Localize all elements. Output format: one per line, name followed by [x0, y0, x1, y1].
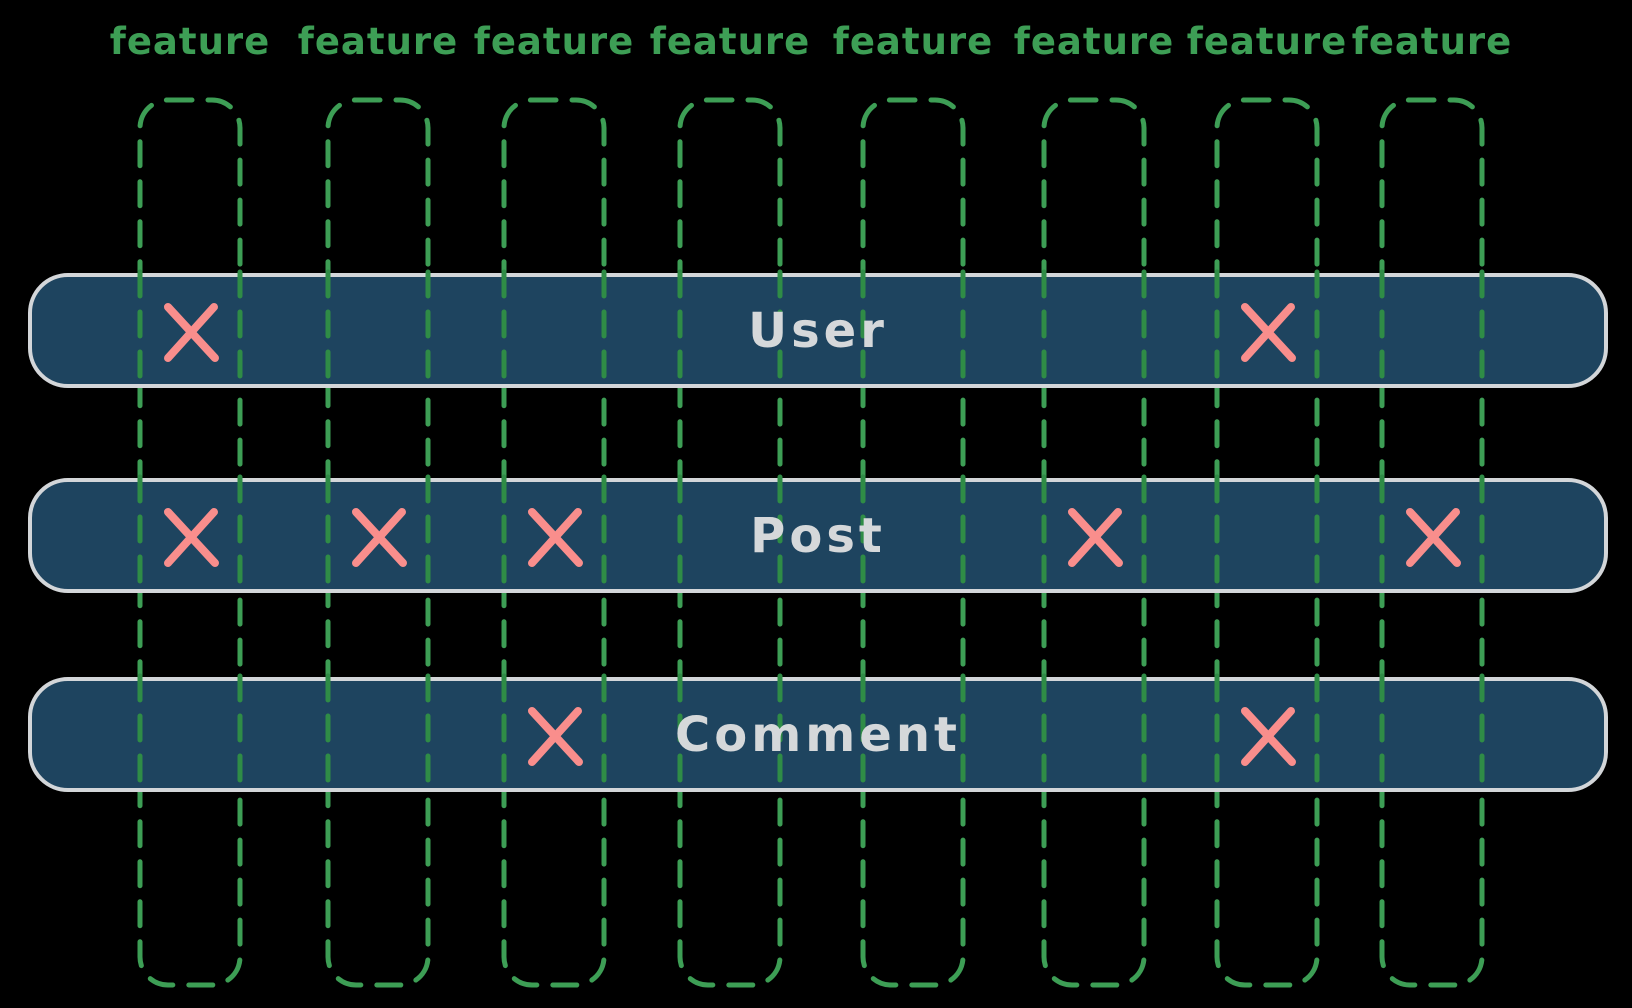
- grid-overlay-dashes: [137, 269, 1485, 392]
- cross-mark-comment-feature-3: [521, 702, 589, 770]
- feature-label-7: feature: [1186, 20, 1348, 63]
- x-mark-icon: [164, 302, 219, 362]
- entity-bar-post: Post: [28, 474, 1608, 597]
- x-mark-icon: [1406, 507, 1461, 567]
- feature-label-4: feature: [649, 20, 811, 63]
- cross-mark-post-feature-3: [521, 503, 589, 571]
- entity-bar-label: Post: [750, 507, 886, 564]
- cross-mark-user-feature-7: [1234, 298, 1302, 366]
- x-mark-icon: [1068, 507, 1123, 567]
- cross-mark-user-feature-1: [157, 298, 225, 366]
- feature-label-8: feature: [1351, 20, 1513, 63]
- x-mark-icon: [1241, 302, 1296, 362]
- grid-overlay-dashes: [137, 673, 1485, 796]
- feature-label-3: feature: [473, 20, 635, 63]
- entity-bar-user: User: [28, 269, 1608, 392]
- feature-label-6: feature: [1013, 20, 1175, 63]
- x-mark-icon: [1241, 706, 1296, 766]
- x-mark-icon: [528, 507, 583, 567]
- feature-label-1: feature: [109, 20, 271, 63]
- cross-mark-post-feature-2: [345, 503, 413, 571]
- feature-label-2: feature: [297, 20, 459, 63]
- entity-bar-label: Comment: [675, 706, 961, 763]
- entity-bar-comment: Comment: [28, 673, 1608, 796]
- grid-overlay-dashes: [137, 474, 1485, 597]
- feature-label-5: feature: [832, 20, 994, 63]
- x-mark-icon: [352, 507, 407, 567]
- x-mark-icon: [164, 507, 219, 567]
- cross-mark-comment-feature-7: [1234, 702, 1302, 770]
- cross-mark-post-feature-1: [157, 503, 225, 571]
- cross-mark-post-feature-6: [1061, 503, 1129, 571]
- x-mark-icon: [528, 706, 583, 766]
- cross-mark-post-feature-8: [1399, 503, 1467, 571]
- entity-bar-label: User: [748, 302, 888, 359]
